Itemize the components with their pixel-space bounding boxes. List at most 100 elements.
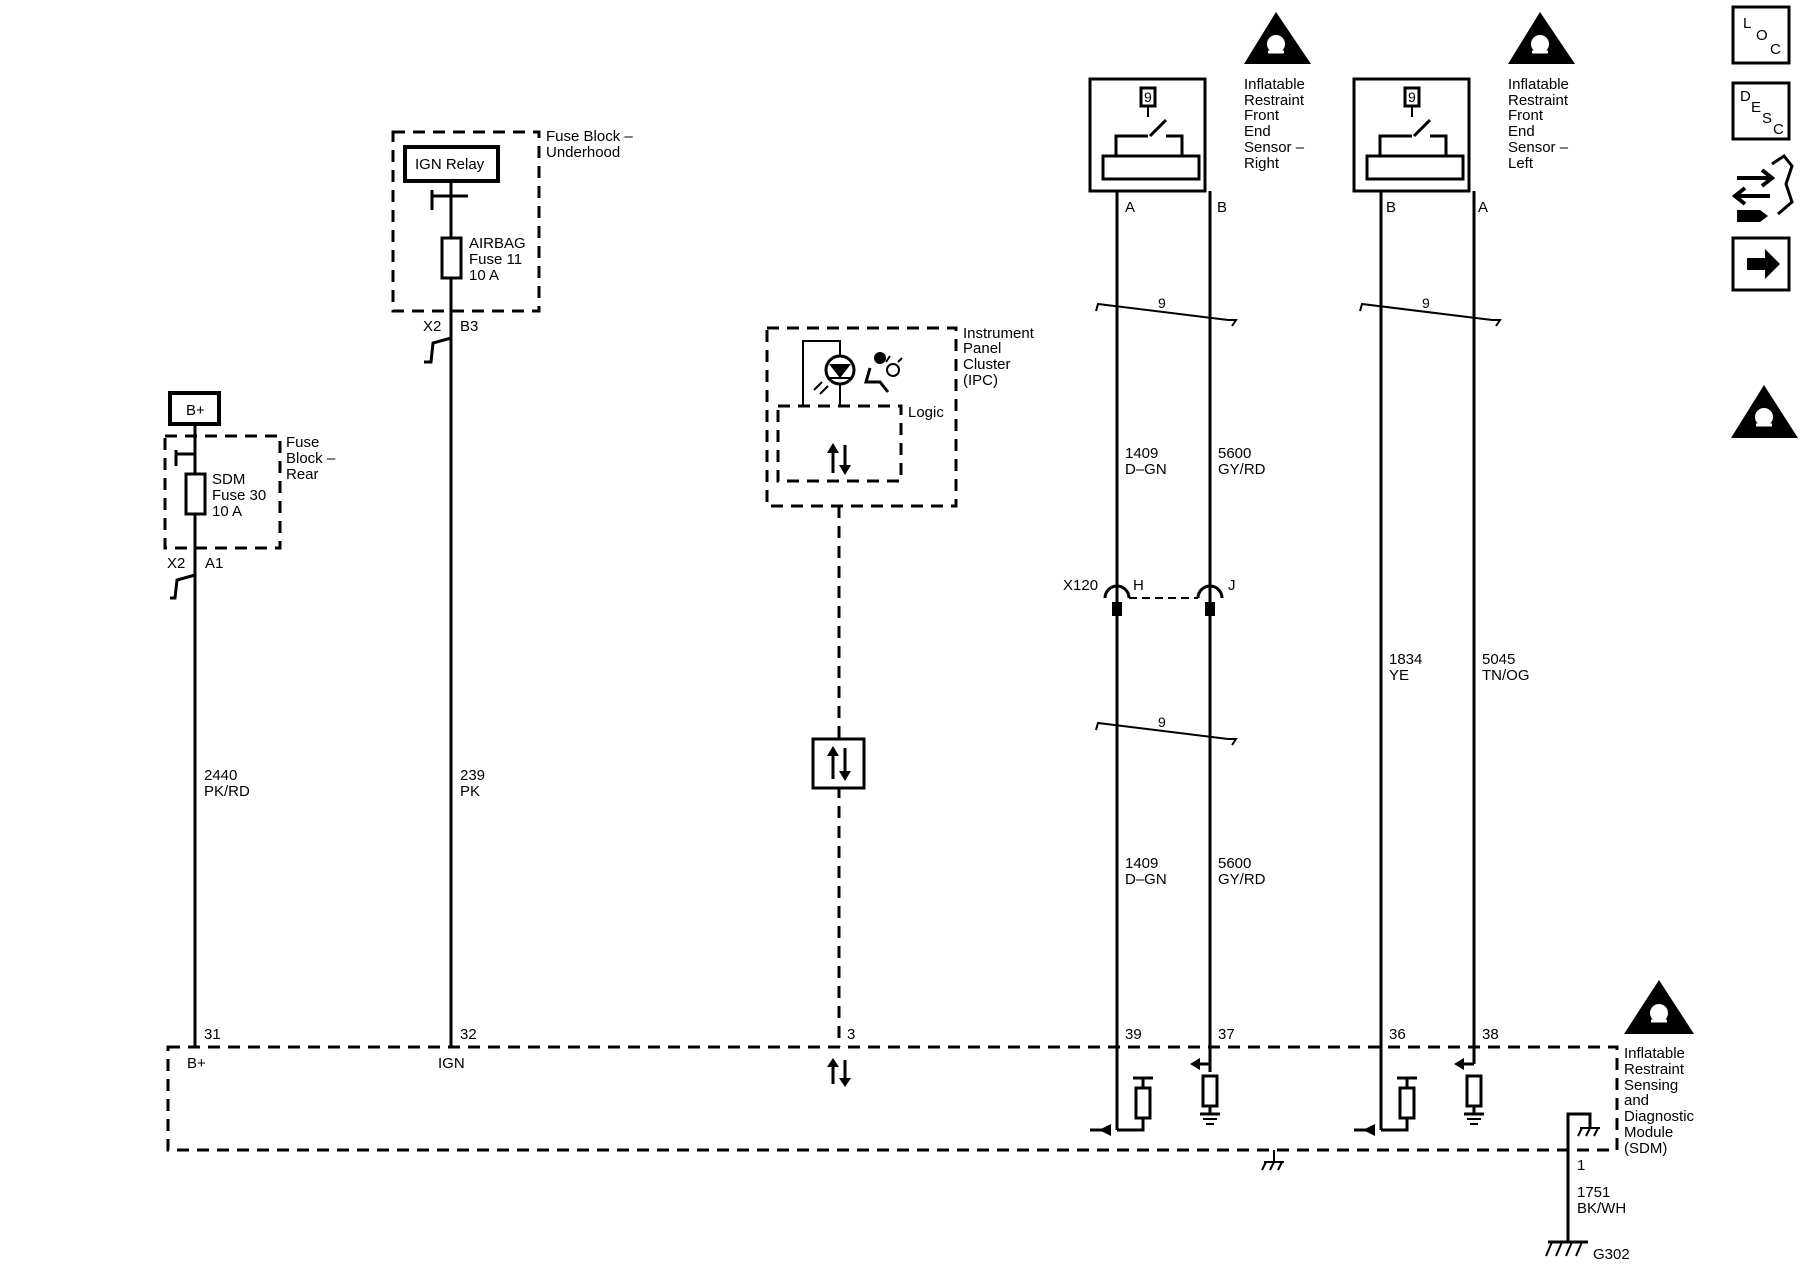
loc-button-icon[interactable]: L O C xyxy=(1731,5,1791,65)
instrument-panel-cluster: Instrument Panel Cluster (IPC) Logic xyxy=(765,325,1035,508)
x120-label: X120 xyxy=(1063,577,1098,594)
sdm-ign-input: IGN xyxy=(438,1055,465,1072)
sensor-right-warning-icon xyxy=(1244,12,1311,64)
ipc-logic-label: Logic xyxy=(908,404,944,421)
sdm-pin-39: 39 xyxy=(1125,1026,1142,1043)
wire-5600-number-upper: 5600 xyxy=(1218,445,1251,462)
fuse-underhood-pin: B3 xyxy=(460,318,478,335)
sdm-pin-32: 32 xyxy=(460,1026,477,1043)
sensor-right-name-6: Right xyxy=(1244,155,1280,172)
sdm-name-2: Restraint xyxy=(1624,1061,1685,1078)
sensor-left-name-3: Front xyxy=(1508,107,1544,124)
sensor-right-pin-a: A xyxy=(1125,199,1135,216)
svg-text:C: C xyxy=(1770,41,1781,58)
data-arrows-icon xyxy=(827,443,851,475)
sdm-data-arrows-icon xyxy=(827,1058,851,1087)
sdm-name-7: (SDM) xyxy=(1624,1140,1667,1157)
wire-1409-color-lower: D–GN xyxy=(1125,871,1167,888)
sensor-right-name-2: Restraint xyxy=(1244,92,1305,109)
front-end-sensor-left: 9 Inflatable Restraint Front End Sensor … xyxy=(1352,76,1569,193)
x120-pin-h: H xyxy=(1133,577,1144,594)
sensor-left-name-5: Sensor – xyxy=(1508,139,1569,156)
desc-button-icon[interactable]: D E S C xyxy=(1731,81,1791,141)
sdm-pin-36: 36 xyxy=(1389,1026,1406,1043)
wire-1409-number-lower: 1409 xyxy=(1125,855,1158,872)
sdm-pin-3: 3 xyxy=(847,1026,855,1043)
sdm-pin-38: 38 xyxy=(1482,1026,1499,1043)
sensor-left-pin-a: A xyxy=(1478,199,1488,216)
twist-label-2: 9 xyxy=(1158,714,1166,730)
bplus-label: B+ xyxy=(186,402,205,419)
twisted-pair-lower-right: 9 xyxy=(1095,714,1238,746)
ipc-name-3: Cluster xyxy=(963,356,1011,373)
fuse-rear-connector: X2 xyxy=(167,555,185,572)
sdm-chassis-ground-icon xyxy=(1261,1150,1284,1171)
svg-text:O: O xyxy=(1756,27,1768,44)
fuse-block-underhood: Fuse Block – Underhood IGN Relay AIRBAG … xyxy=(391,128,633,313)
fuse-underhood-connector: X2 xyxy=(423,318,441,335)
airbag-fuse-text-3: 10 A xyxy=(469,267,499,284)
serial-data-box-icon xyxy=(811,737,866,790)
airbag-warning-icon xyxy=(1731,385,1798,438)
twist-label-1: 9 xyxy=(1158,295,1166,311)
sensor-left-pin-b: B xyxy=(1386,199,1396,216)
bplus-supply: B+ xyxy=(168,391,221,426)
airbag-fuse-11 xyxy=(440,236,463,280)
fuse-block-underhood-name-1: Fuse Block – xyxy=(546,128,633,145)
twisted-pair-left-sensor: 9 xyxy=(1359,295,1502,327)
sdm-name-1: Inflatable xyxy=(1624,1045,1685,1062)
wire-239-number: 239 xyxy=(460,767,485,784)
wire-1409-number-upper: 1409 xyxy=(1125,445,1158,462)
sensor-right-pin-b: B xyxy=(1217,199,1227,216)
svg-text:D: D xyxy=(1740,88,1751,105)
ground-g302-label: G302 xyxy=(1593,1246,1630,1263)
next-page-arrow-icon[interactable] xyxy=(1731,236,1791,292)
sdm-name-5: Diagnostic xyxy=(1624,1108,1695,1125)
sdm-fuse-30 xyxy=(184,472,207,516)
ground-g302-icon xyxy=(1545,1240,1588,1257)
wire-1751-number: 1751 xyxy=(1577,1184,1610,1201)
sensing-diagnostic-module: Inflatable Restraint Sensing and Diagnos… xyxy=(166,1026,1695,1171)
ipc-name-1: Instrument xyxy=(963,325,1035,342)
x120-pin-j: J xyxy=(1228,577,1236,594)
sdm-fuse-text-3: 10 A xyxy=(212,503,242,520)
sensor-right-name-5: Sensor – xyxy=(1244,139,1305,156)
twist-label-3: 9 xyxy=(1422,295,1430,311)
svg-text:C: C xyxy=(1773,121,1784,138)
sensor-right-badge: 9 xyxy=(1144,89,1152,105)
sdm-fuse-text-1: SDM xyxy=(212,471,245,488)
sdm-bplus-input: B+ xyxy=(187,1055,206,1072)
connector-x120: X120 H J xyxy=(1063,577,1236,616)
fuse-rear-pin: A1 xyxy=(205,555,223,572)
sdm-pin-31: 31 xyxy=(204,1026,221,1043)
seated-person-airbag-icon xyxy=(864,352,903,393)
sensor-left-name-6: Left xyxy=(1508,155,1534,172)
sdm-name-3: Sensing xyxy=(1624,1077,1678,1094)
wire-2440-color: PK/RD xyxy=(204,783,250,800)
sensor-left-warning-icon xyxy=(1508,12,1575,64)
wire-1834-number: 1834 xyxy=(1389,651,1422,668)
svg-text:E: E xyxy=(1751,99,1761,116)
connector-repair-icon[interactable] xyxy=(1731,153,1794,222)
sdm-warning-icon xyxy=(1624,980,1694,1034)
sdm-fuse-text-2: Fuse 30 xyxy=(212,487,266,504)
fuse-block-rear: Fuse Block – Rear SDM Fuse 30 10 A xyxy=(163,434,336,550)
fuse-block-rear-name-1: Fuse xyxy=(286,434,319,451)
sensor-left-name-1: Inflatable xyxy=(1508,76,1569,93)
wire-1834-color: YE xyxy=(1389,667,1409,684)
svg-text:S: S xyxy=(1762,110,1772,127)
sensor-left-badge: 9 xyxy=(1408,89,1416,105)
wire-2440-number: 2440 xyxy=(204,767,237,784)
fuse-block-rear-name-3: Rear xyxy=(286,466,319,483)
sensor-left-name-4: End xyxy=(1508,123,1535,140)
sensor-right-name-4: End xyxy=(1244,123,1271,140)
ign-relay-label: IGN Relay xyxy=(415,156,485,173)
twisted-pair-upper-right: 9 xyxy=(1095,295,1238,327)
airbag-fuse-text-1: AIRBAG xyxy=(469,235,526,252)
wire-5045-number: 5045 xyxy=(1482,651,1515,668)
wire-1751-color: BK/WH xyxy=(1577,1200,1626,1217)
svg-text:L: L xyxy=(1743,15,1751,32)
sdm-name-4: and xyxy=(1624,1092,1649,1109)
sensor-left-name-2: Restraint xyxy=(1508,92,1569,109)
